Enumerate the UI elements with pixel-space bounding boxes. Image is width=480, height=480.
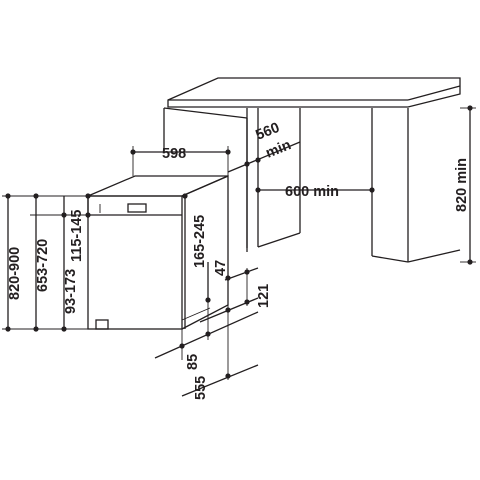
label-niche-width-min: 600 min	[285, 184, 339, 200]
label-appliance-depth: 555	[193, 376, 209, 400]
label-plinth-height: 93-173	[63, 269, 79, 314]
label-overall-height: 820-900	[7, 247, 23, 300]
label-door-height: 653-720	[35, 239, 51, 292]
label-panel-height: 115-145	[69, 210, 85, 262]
dimension-lines	[2, 105, 476, 397]
label-plinth-depth: 121	[256, 284, 272, 308]
dimension-labels: 598 560 min 600 min 820 min 820-900 653-…	[7, 120, 470, 400]
label-side-height: 165-245	[192, 215, 208, 268]
label-foot-setback: 85	[185, 354, 201, 370]
label-gap: 47	[213, 260, 229, 276]
label-niche-height-min: 820 min	[454, 158, 470, 212]
label-appliance-width: 598	[162, 146, 186, 162]
label-niche-depth-min-bottom: min	[264, 137, 294, 161]
kitchen-niche	[163, 77, 461, 263]
dishwasher-body	[87, 175, 229, 330]
